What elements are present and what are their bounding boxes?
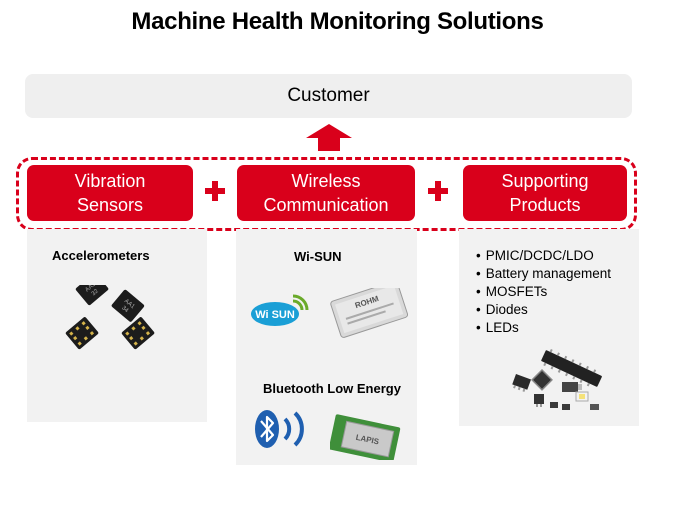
supporting-products-box: Supporting Products bbox=[463, 165, 627, 221]
wisun-logo-text: Wi SUN bbox=[255, 309, 295, 321]
wisun-logo-icon: Wi SUN bbox=[251, 294, 309, 326]
list-item: PMIC/DCDC/LDO bbox=[476, 247, 611, 265]
page-title: Machine Health Monitoring Solutions bbox=[131, 8, 544, 35]
up-arrow-icon bbox=[306, 124, 352, 151]
plus-icon bbox=[428, 181, 448, 201]
wisun-label: Wi-SUN bbox=[294, 249, 342, 264]
plus-icon bbox=[205, 181, 225, 201]
customer-box: Customer bbox=[25, 74, 632, 118]
accelerometers-label: Accelerometers bbox=[52, 248, 150, 263]
vibration-sensors-box: Vibration Sensors bbox=[27, 165, 193, 221]
bluetooth-logo-icon bbox=[255, 410, 304, 448]
supporting-products-list: PMIC/DCDC/LDO Battery management MOSFETs… bbox=[476, 247, 611, 337]
accelerometer-chips-image: AA132 AA134 bbox=[65, 285, 155, 350]
lapis-ble-module-image: LAPIS bbox=[330, 414, 401, 460]
wireless-communication-box: Wireless Communication bbox=[237, 165, 415, 221]
customer-label: Customer bbox=[287, 85, 370, 106]
list-item: Diodes bbox=[476, 301, 611, 319]
list-item: Battery management bbox=[476, 265, 611, 283]
list-item: MOSFETs bbox=[476, 283, 611, 301]
chip-marking: AA132 bbox=[84, 285, 102, 299]
list-item: LEDs bbox=[476, 319, 611, 337]
ble-label: Bluetooth Low Energy bbox=[263, 381, 401, 396]
accelerometers-panel bbox=[27, 229, 207, 422]
semiconductor-parts-image bbox=[512, 348, 602, 410]
rohm-wisun-module-image: ROHM bbox=[330, 288, 408, 338]
